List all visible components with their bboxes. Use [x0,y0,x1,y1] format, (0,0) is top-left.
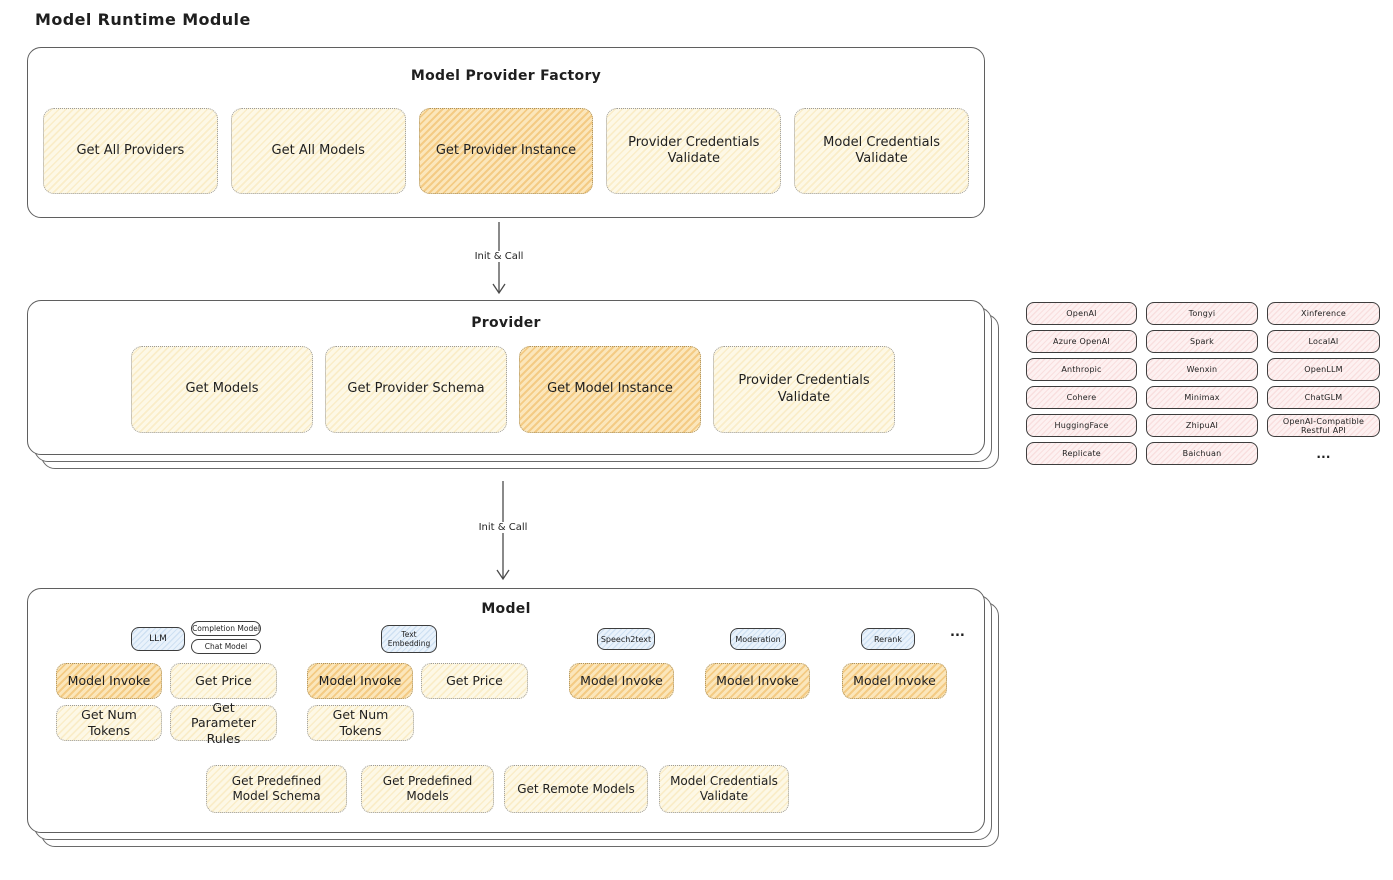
provider-box-provider-credentials-validate: Provider Credentials Validate [713,346,895,433]
factory-box-row: Get All Providers Get All Models Get Pro… [43,108,969,194]
embedding-get-price: Get Price [421,663,528,699]
provider-chip-openai: OpenAI [1026,302,1137,325]
provider-chip-spark: Spark [1146,330,1258,353]
provider-chip-replicate: Replicate [1026,442,1137,465]
model-credentials-validate: Model Credentials Validate [659,765,789,813]
provider-box-get-provider-schema: Get Provider Schema [325,346,507,433]
provider-box-get-model-instance: Get Model Instance [519,346,701,433]
provider-chip-azure-openai: Azure OpenAI [1026,330,1137,353]
tab-moderation: Moderation [730,628,786,650]
speech2text-model-invoke: Model Invoke [569,663,674,699]
get-predefined-model-schema: Get Predefined Model Schema [206,765,347,813]
model-title: Model [481,601,531,617]
provider-chip-tongyi: Tongyi [1146,302,1258,325]
provider-chip-zhipuai: ZhipuAI [1146,414,1258,437]
provider-panel: Provider Get Models Get Provider Schema … [27,300,985,455]
provider-chip-anthropic: Anthropic [1026,358,1137,381]
llm-get-num-tokens: Get Num Tokens [56,705,162,741]
tab-text-embedding: Text Embedding [381,625,437,653]
provider-chip-openllm: OpenLLM [1267,358,1380,381]
provider-chip-xinference: Xinference [1267,302,1380,325]
provider-chip-huggingface: HuggingFace [1026,414,1137,437]
model-panel: Model LLM Completion Model Chat Model Te… [27,588,985,833]
embedding-get-num-tokens: Get Num Tokens [307,705,414,741]
factory-title: Model Provider Factory [410,68,602,84]
moderation-model-invoke: Model Invoke [705,663,810,699]
factory-box-get-all-models: Get All Models [230,108,406,194]
arrow-2-label: Init & Call [443,522,563,533]
provider-chip-wenxin: Wenxin [1146,358,1258,381]
provider-chip-openai-compatible: OpenAI-Compatible Restful API [1267,414,1380,437]
embedding-model-invoke: Model Invoke [307,663,413,699]
tab-completion-model: Completion Model [191,621,261,636]
providers-grid: OpenAI Tongyi Xinference Azure OpenAI Sp… [1026,302,1380,465]
provider-box-get-models: Get Models [131,346,313,433]
provider-chip-chatglm: ChatGLM [1267,386,1380,409]
provider-chip-localai: LocalAI [1267,330,1380,353]
tabs-ellipsis: ... [950,625,965,640]
provider-chip-baichuan: Baichuan [1146,442,1258,465]
arrow-1-label: Init & Call [439,251,559,262]
get-predefined-models: Get Predefined Models [361,765,494,813]
llm-model-invoke: Model Invoke [56,663,162,699]
provider-chip-minimax: Minimax [1146,386,1258,409]
factory-panel: Model Provider Factory Get All Providers… [27,47,985,218]
providers-grid-ellipsis: ... [1316,446,1331,461]
llm-get-price: Get Price [170,663,277,699]
factory-box-model-credentials-validate: Model Credentials Validate [794,108,969,194]
provider-title: Provider [471,315,541,331]
tab-llm: LLM [131,627,185,651]
provider-chip-cohere: Cohere [1026,386,1137,409]
tab-speech2text: Speech2text [597,628,655,650]
provider-box-row: Get Models Get Provider Schema Get Model… [131,346,895,433]
get-remote-models: Get Remote Models [504,765,648,813]
factory-box-get-provider-instance: Get Provider Instance [418,108,594,194]
llm-get-parameter-rules: Get Parameter Rules [170,700,277,746]
page-title: Model Runtime Module [35,10,251,29]
factory-box-get-all-providers: Get All Providers [43,108,218,194]
factory-box-provider-credentials-validate: Provider Credentials Validate [606,108,782,194]
tab-chat-model: Chat Model [191,639,261,654]
tab-rerank: Rerank [861,628,915,650]
rerank-model-invoke: Model Invoke [842,663,947,699]
